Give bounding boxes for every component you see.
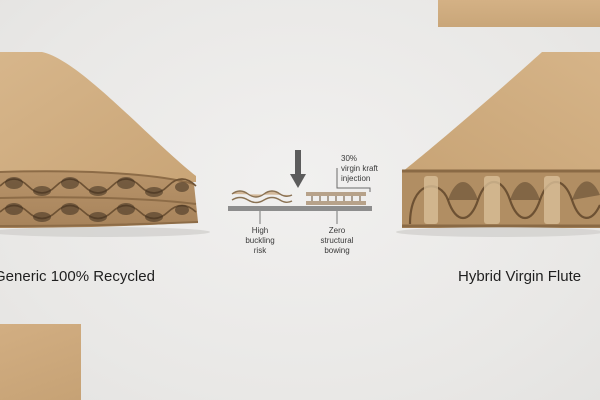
callout-bracket xyxy=(336,168,371,192)
comparison-diagram xyxy=(228,150,372,224)
pressure-arrow-icon xyxy=(290,150,306,188)
callout-line: injection xyxy=(341,174,371,183)
zero-bowing-note: Zero structural bowing xyxy=(312,226,362,256)
diagram-buckled-sheet xyxy=(231,190,293,198)
hybrid-product-label: Hybrid Virgin Flute xyxy=(458,268,582,285)
virgin-kraft-callout: 30% virgin kraft injection xyxy=(341,154,381,184)
note-line: buckling xyxy=(245,236,275,245)
note-line: risk xyxy=(253,246,267,255)
note-line: structural xyxy=(320,236,354,245)
cardboard-swatch-top-right xyxy=(438,0,600,27)
hybrid-board-sample xyxy=(396,52,600,237)
callout-line: virgin kraft xyxy=(341,164,378,173)
hybrid-board-top-face xyxy=(402,52,600,172)
diagram-base-plate xyxy=(228,206,372,211)
note-line: bowing xyxy=(324,246,350,255)
recycled-board-top-face xyxy=(0,52,196,182)
note-line: High xyxy=(251,226,269,235)
note-line: Zero xyxy=(328,226,346,235)
buckling-risk-note: High buckling risk xyxy=(238,226,282,256)
recycled-board-sample xyxy=(0,52,210,237)
recycled-product-label: Generic 100% Recycled xyxy=(0,268,155,285)
callout-line: 30% xyxy=(341,154,358,163)
cardboard-swatch-bottom-left xyxy=(0,324,81,400)
